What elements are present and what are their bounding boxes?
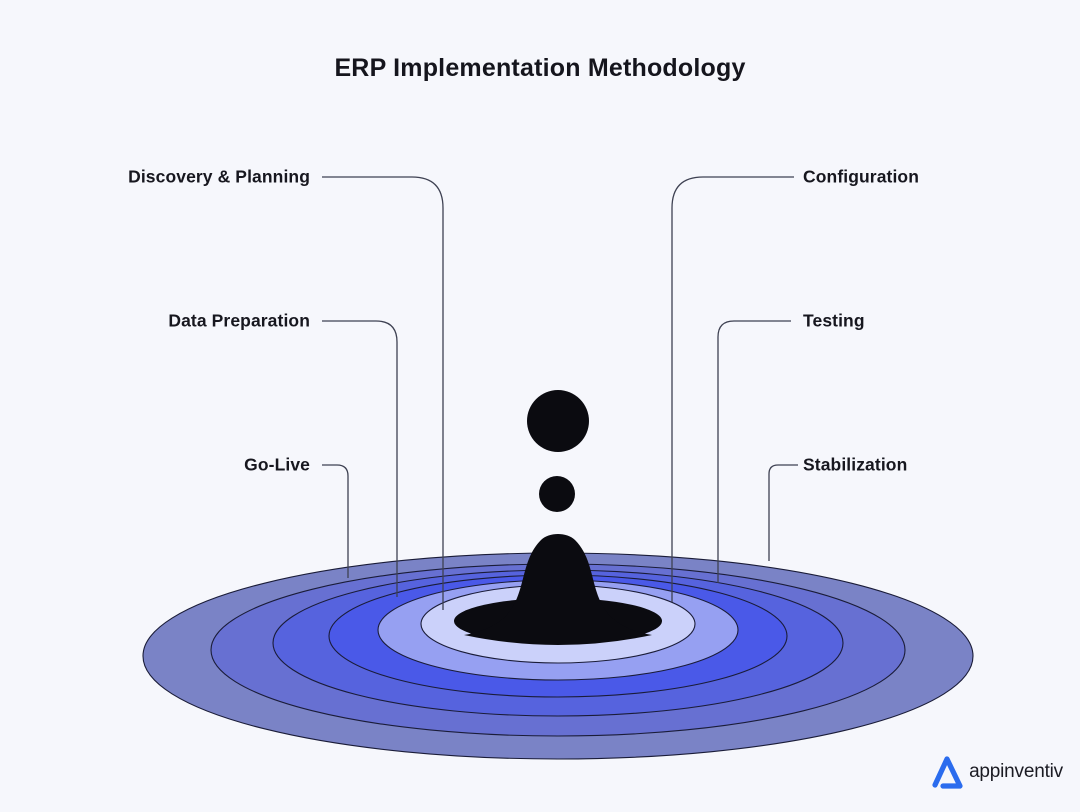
- phase-label-data-preparation: Data Preparation: [168, 310, 310, 331]
- connector-discovery-planning: [322, 176, 444, 610]
- connector-stabilization: [768, 464, 798, 561]
- brand-logo: appinventiv: [930, 754, 1063, 790]
- connector-testing: [717, 320, 791, 583]
- brand-name: appinventiv: [969, 761, 1063, 782]
- connector-go-live: [322, 464, 349, 578]
- droplet-large: [527, 390, 589, 452]
- phase-label-go-live: Go-Live: [244, 454, 310, 475]
- droplet-small: [539, 476, 575, 512]
- phase-label-stabilization: Stabilization: [803, 454, 908, 475]
- connector-configuration: [671, 176, 794, 602]
- phase-label-testing: Testing: [803, 310, 865, 331]
- connector-lines: [322, 176, 798, 610]
- page-title: ERP Implementation Methodology: [334, 54, 746, 82]
- phase-label-discovery-planning: Discovery & Planning: [128, 166, 310, 187]
- appinventiv-a-icon: [932, 756, 963, 789]
- droplet-splash: [464, 534, 652, 645]
- connector-data-preparation: [322, 320, 398, 597]
- phase-label-configuration: Configuration: [803, 166, 919, 187]
